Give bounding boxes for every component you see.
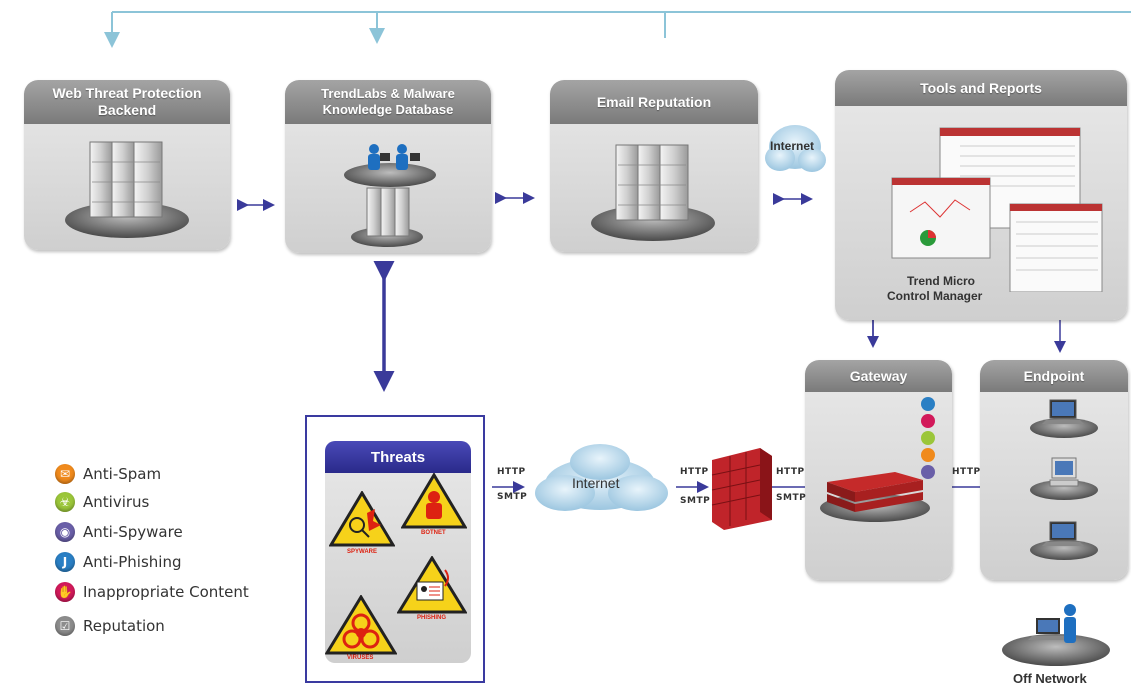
legend-label: Reputation <box>83 617 165 635</box>
http-label-internet: HTTP <box>680 467 709 477</box>
internet-middle-label: Internet <box>572 475 620 491</box>
hook-icon: J <box>55 552 75 572</box>
trendlabs-title: TrendLabs & Malware Knowledge Database <box>285 80 491 124</box>
biohazard-icon: ☣ <box>55 492 75 512</box>
internet-cloud-middle <box>535 444 668 511</box>
control-manager-screens-icon <box>891 127 1103 292</box>
gateway-panel[interactable]: Gateway <box>805 360 952 580</box>
threats-inner-panel: Threats SPYWARE BOTNET PHISHING VIRUSES <box>325 441 471 663</box>
legend-reputation: ☑ Reputation <box>55 615 165 637</box>
web-threat-title: Web Threat Protection Backend <box>24 80 230 124</box>
legend-anti-spam: ✉ Anti-Spam <box>55 463 161 485</box>
analysts-icon <box>344 144 436 187</box>
mail-icon: ✉ <box>55 464 75 484</box>
smtp-label-threats: SMTP <box>497 492 528 502</box>
trendlabs-panel[interactable]: TrendLabs & Malware Knowledge Database <box>285 80 491 253</box>
smtp-label-firewall: SMTP <box>776 493 807 503</box>
tools-reports-panel[interactable]: Tools and Reports Trend Micro Control Ma… <box>835 70 1127 320</box>
http-label-gateway: HTTP <box>952 467 981 477</box>
legend-label: Anti-Spyware <box>83 523 183 541</box>
viruses-label: VIRUSES <box>347 655 374 661</box>
laptop-icon <box>1030 399 1098 438</box>
legend-label: Antivirus <box>83 493 150 511</box>
top-feed-line <box>104 11 1131 48</box>
phishing-warning-icon <box>397 556 467 614</box>
http-label-threats: HTTP <box>497 467 526 477</box>
internet-cloud-top <box>765 125 826 172</box>
viruses-warning-icon <box>325 595 397 655</box>
email-reputation-panel[interactable]: Email Reputation <box>550 80 758 252</box>
legend-inappropriate-content: ✋ Inappropriate Content <box>55 581 249 603</box>
botnet-warning-icon <box>401 473 467 529</box>
email-reputation-title: Email Reputation <box>550 80 758 124</box>
eye-icon: ◉ <box>55 522 75 542</box>
tools-reports-title: Tools and Reports <box>835 70 1127 106</box>
legend-antivirus: ☣ Antivirus <box>55 491 149 513</box>
server-icon <box>65 141 189 238</box>
legend-anti-spyware: ◉ Anti-Spyware <box>55 521 183 543</box>
legend-label: Inappropriate Content <box>83 583 249 601</box>
botnet-label: BOTNET <box>421 530 446 536</box>
hand-icon: ✋ <box>55 582 75 602</box>
threats-title: Threats <box>325 441 471 473</box>
off-network-user-icon <box>1002 604 1110 666</box>
control-manager-label-line2: Control Manager <box>887 289 983 303</box>
phishing-label: PHISHING <box>417 615 447 621</box>
http-label-firewall: HTTP <box>776 467 805 477</box>
desktop-computer-icon <box>1030 457 1098 500</box>
spyware-warning-icon <box>329 491 395 547</box>
internet-top-label: Internet <box>770 139 815 153</box>
gateway-appliance-icon <box>820 472 930 522</box>
legend-label: Anti-Phishing <box>83 553 182 571</box>
laptop-icon <box>1030 521 1098 560</box>
spyware-label: SPYWARE <box>347 549 378 555</box>
off-network-label: Off Network <box>1013 671 1087 686</box>
legend-anti-phishing: J Anti-Phishing <box>55 551 181 573</box>
gateway-title: Gateway <box>805 360 952 392</box>
database-server-icon <box>351 187 423 247</box>
protection-badges-icon <box>921 397 935 479</box>
threats-box[interactable]: Threats SPYWARE BOTNET PHISHING VIRUSES <box>305 415 485 683</box>
endpoint-panel[interactable]: Endpoint <box>980 360 1128 580</box>
smtp-label-internet: SMTP <box>680 496 711 506</box>
server-icon <box>591 144 715 241</box>
check-icon: ☑ <box>55 616 75 636</box>
control-manager-label-line1: Trend Micro <box>907 274 976 288</box>
web-threat-panel[interactable]: Web Threat Protection Backend <box>24 80 230 250</box>
endpoint-title: Endpoint <box>980 360 1128 392</box>
legend-label: Anti-Spam <box>83 465 162 483</box>
firewall-icon <box>711 448 772 530</box>
